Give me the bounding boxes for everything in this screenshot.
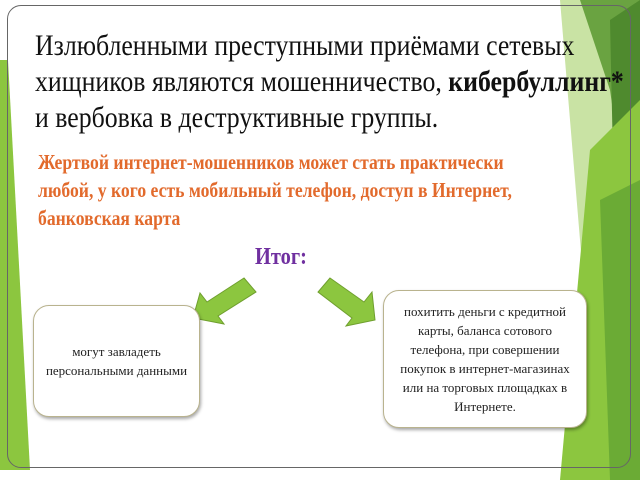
slide-frame — [7, 5, 631, 468]
title-line-1: Излюбленными преступными приёмами сетевы… — [35, 29, 575, 62]
outcome-text-left: могут завладеть персональными данными — [45, 344, 188, 378]
slide-title: Излюбленными преступными приёмами сетевы… — [35, 28, 624, 136]
outcome-text-right: похитить деньги с кредитной карты, балан… — [400, 304, 570, 414]
subtitle: Жертвой интернет-мошенников может стать … — [38, 148, 512, 232]
subtitle-line-3: банковская карта — [38, 206, 181, 230]
subtitle-line-1: Жертвой интернет-мошенников может стать … — [38, 150, 504, 174]
arrow-right-icon — [317, 277, 376, 327]
title-line-3: и вербовка в деструктивные группы. — [35, 101, 439, 134]
title-line-2: хищников являются мошенничество, — [35, 65, 442, 98]
summary-label: Итог: — [255, 244, 307, 270]
title-bold-term: кибербуллинг* — [448, 65, 624, 98]
arrow-left-icon — [192, 277, 257, 325]
outcome-box-money-theft: похитить деньги с кредитной карты, балан… — [383, 290, 587, 428]
subtitle-line-2: любой, у кого есть мобильный телефон, до… — [38, 178, 512, 202]
outcome-box-personal-data: могут завладеть персональными данными — [33, 305, 200, 417]
